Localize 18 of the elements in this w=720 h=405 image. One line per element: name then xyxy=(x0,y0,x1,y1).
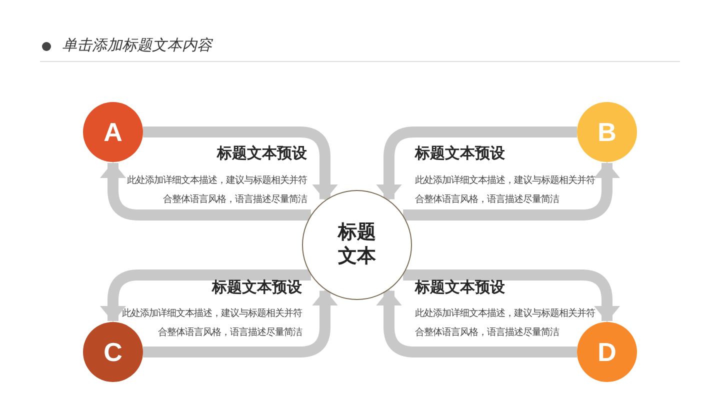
arrow xyxy=(403,162,620,220)
section-heading: 标题文本预设 xyxy=(415,144,506,163)
letter-circle: B xyxy=(577,102,637,162)
letter-circle: C xyxy=(83,322,143,382)
arrow xyxy=(143,126,338,200)
slide-title: 单击添加标题文本内容 xyxy=(62,36,212,55)
letter-circle: D xyxy=(577,322,637,382)
description-text: 此处添加详细文本描述，建议与标题相关并符合整体语言风格，语言描述尽量简洁 xyxy=(415,174,596,207)
section-heading: 标题文本预设 xyxy=(216,144,307,163)
arrow xyxy=(403,270,620,322)
arrow xyxy=(376,290,577,358)
arrow xyxy=(143,290,338,358)
arrow xyxy=(100,162,311,220)
section-heading: 标题文本预设 xyxy=(415,278,506,297)
section-heading: 标题文本预设 xyxy=(210,278,302,297)
arrow xyxy=(100,270,311,322)
letter-circle: A xyxy=(83,102,143,162)
arrow xyxy=(376,126,577,200)
